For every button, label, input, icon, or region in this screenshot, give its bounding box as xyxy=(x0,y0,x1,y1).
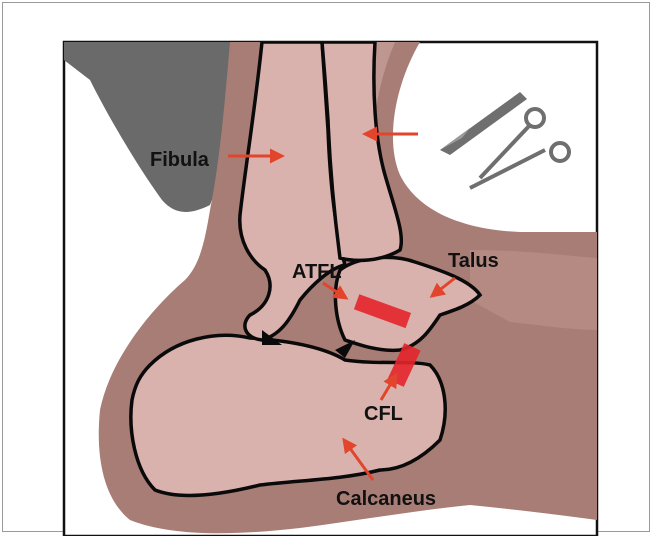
label-fibula: Fibula xyxy=(150,149,210,171)
label-atfl: ATFL xyxy=(292,261,342,283)
label-calcaneus: Calcaneus xyxy=(336,488,436,510)
label-talus: Talus xyxy=(448,250,499,272)
label-cfl: CFL xyxy=(364,403,403,425)
